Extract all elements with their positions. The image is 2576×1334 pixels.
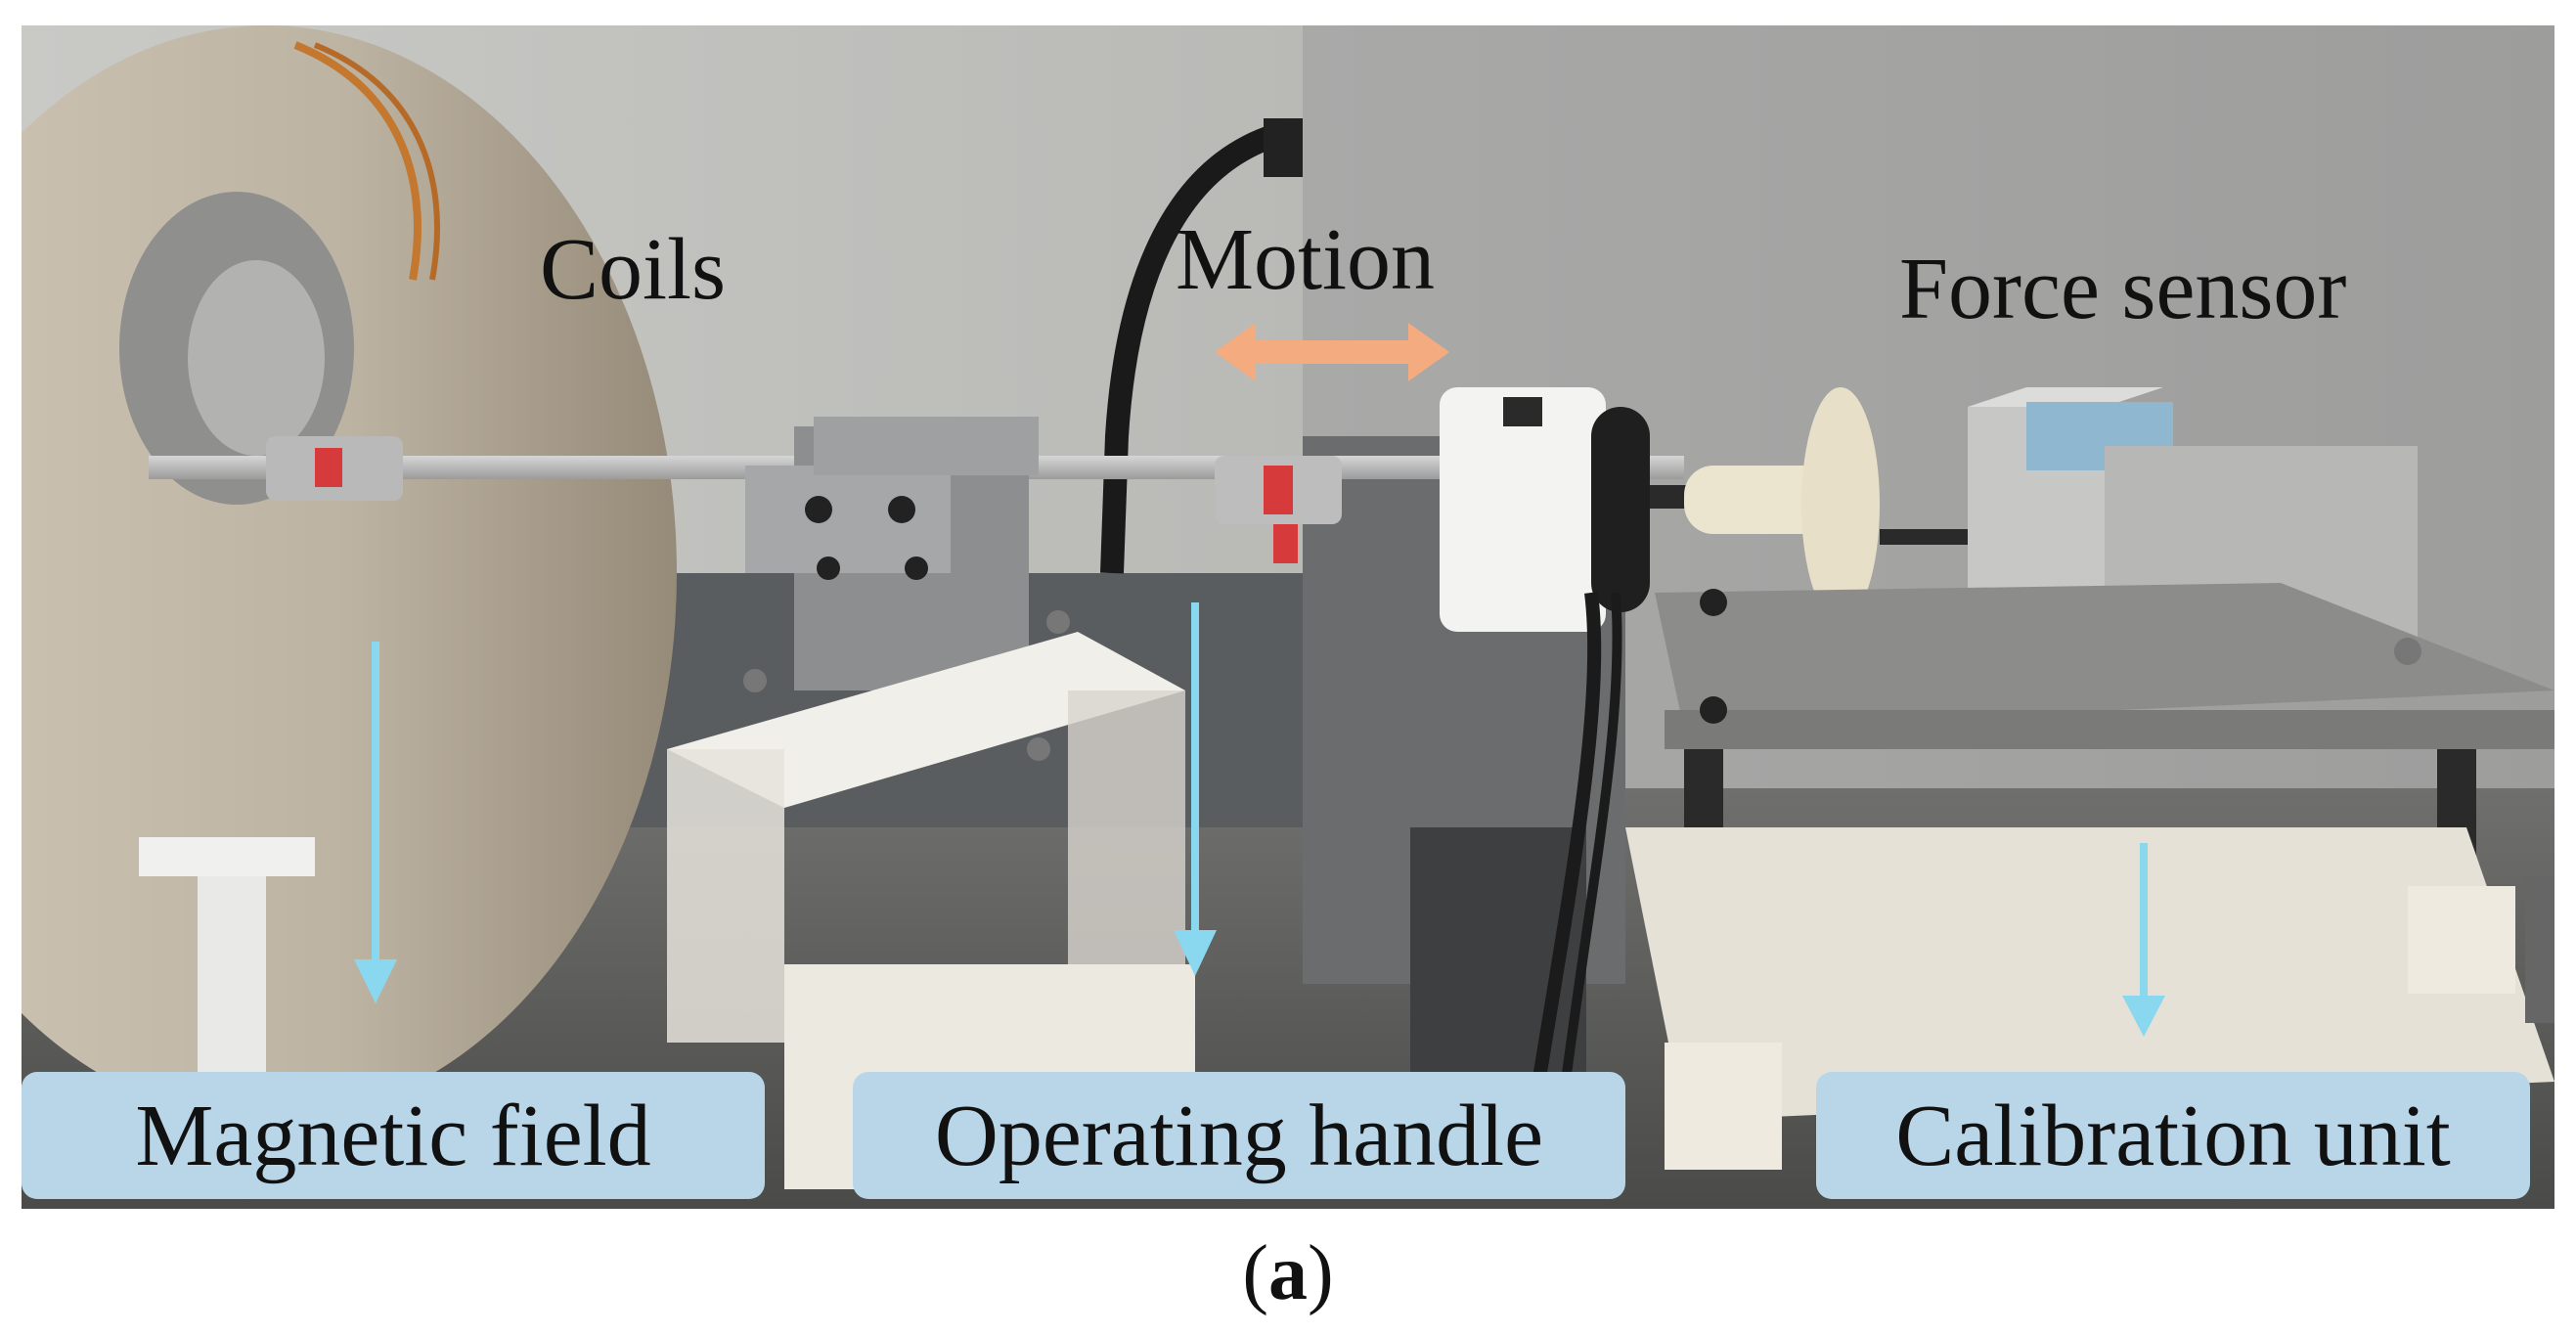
magnetic-field-arrow	[354, 642, 397, 1003]
figure-caption: (a)	[0, 1234, 2576, 1312]
caption-letter: a	[1268, 1230, 1308, 1316]
operating-handle-label: Operating handle	[853, 1072, 1625, 1199]
coils-label: Coils	[540, 221, 727, 318]
force-sensor-label: Force sensor	[1899, 241, 2347, 337]
caption-close-paren: )	[1308, 1230, 1334, 1316]
motion-arrow-shape	[1215, 323, 1449, 381]
calibration-unit-arrow	[2122, 843, 2165, 1037]
annotation-layer	[354, 323, 2165, 1037]
motion-arrow	[1215, 323, 1449, 381]
apparatus-photo: Coils Motion Force sensor Magnetic field…	[22, 25, 2554, 1209]
caption-open-paren: (	[1242, 1230, 1268, 1316]
operating-handle-arrow	[1174, 602, 1217, 976]
motion-label: Motion	[1176, 211, 1436, 308]
calibration-unit-label: Calibration unit	[1816, 1072, 2530, 1199]
magnetic-field-label: Magnetic field	[22, 1072, 765, 1199]
